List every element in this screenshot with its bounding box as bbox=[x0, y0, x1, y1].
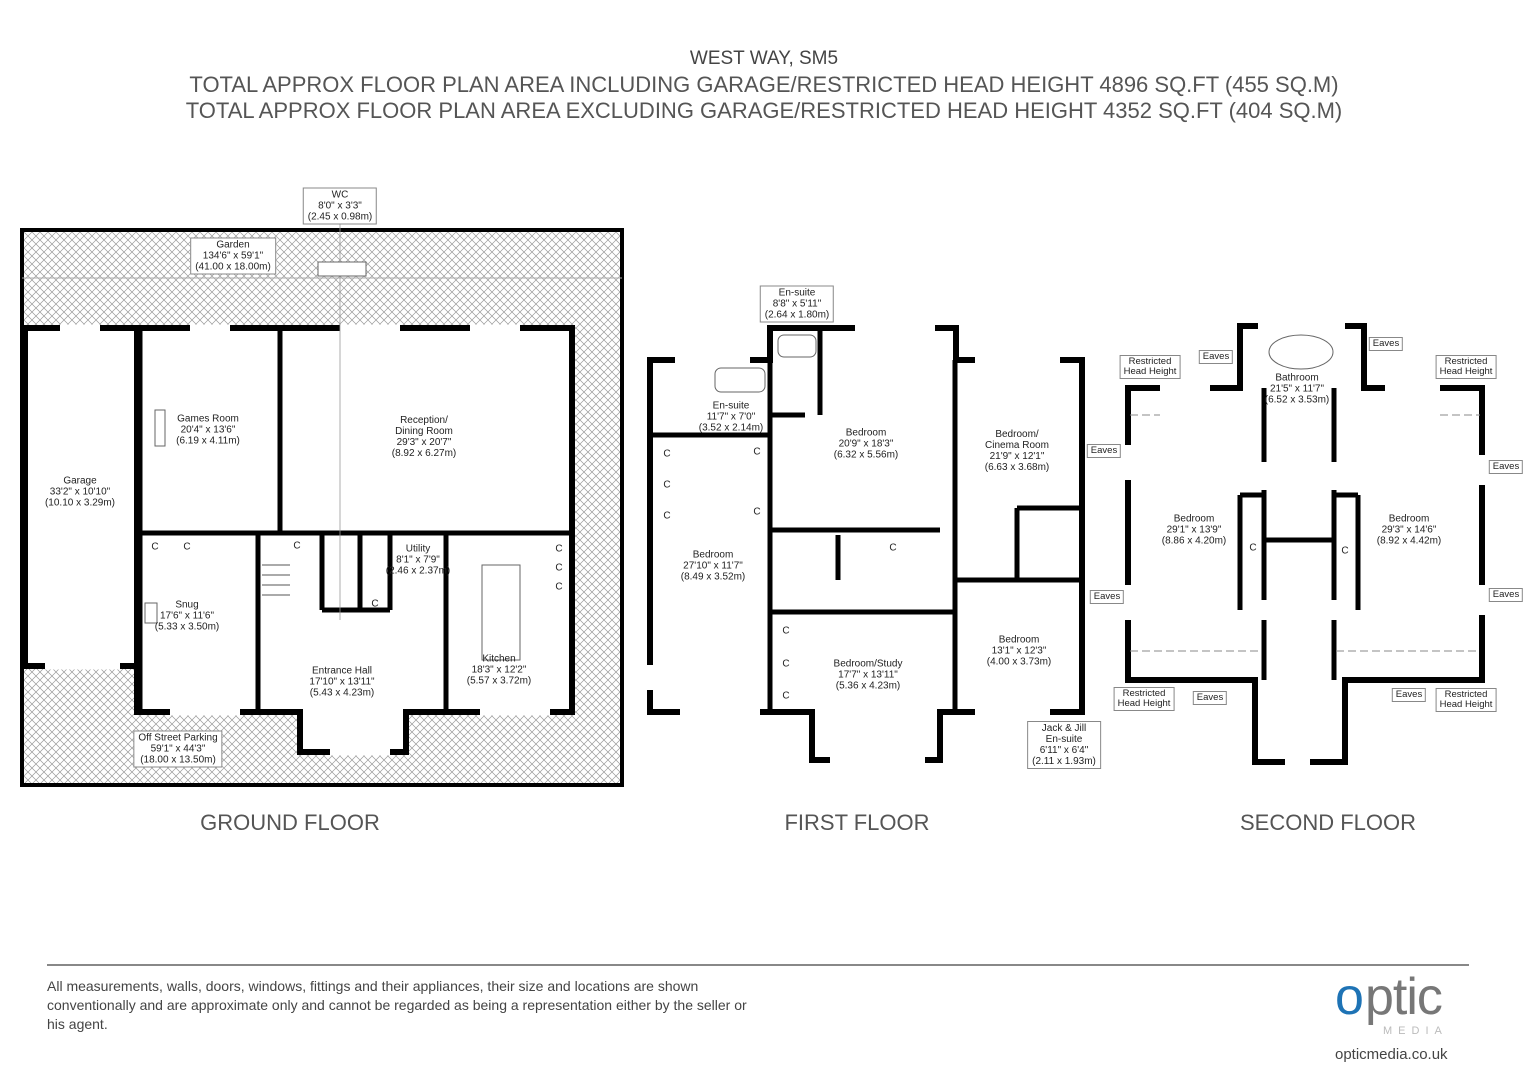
cupboard-label: C bbox=[663, 510, 671, 522]
cupboard-label: C bbox=[782, 690, 790, 702]
second-floor-outer-walls bbox=[1125, 323, 1485, 765]
logo-sub: MEDIA bbox=[1383, 1025, 1448, 1037]
floor-title-second: SECOND FLOOR bbox=[1239, 810, 1417, 835]
area-excluding-garage: TOTAL APPROX FLOOR PLAN AREA EXCLUDING G… bbox=[185, 98, 1343, 123]
kitchen-island bbox=[481, 564, 521, 661]
disclaimer-text: All measurements, walls, doors, windows,… bbox=[47, 978, 747, 1032]
eaves-tag: Eaves bbox=[1192, 691, 1228, 705]
eaves-tag: Eaves bbox=[1488, 460, 1524, 474]
cupboard-label: C bbox=[183, 541, 191, 553]
cupboard-label: C bbox=[663, 479, 671, 491]
cupboard-label: C bbox=[555, 581, 563, 593]
cupboard-label: C bbox=[293, 540, 301, 552]
cupboard-label: C bbox=[151, 541, 159, 553]
optic-media-logo: o ptic MEDIA bbox=[1335, 968, 1475, 1037]
cupboard-label: C bbox=[753, 506, 761, 518]
logo-o-mark: o bbox=[1335, 968, 1364, 1026]
first-floor-plan bbox=[646, 324, 1085, 764]
cupboard-label: C bbox=[889, 542, 897, 554]
footer-divider bbox=[47, 964, 1469, 966]
eaves-tag: Eaves bbox=[1198, 350, 1234, 364]
cupboard-label: C bbox=[782, 658, 790, 670]
cupboard-label: C bbox=[371, 598, 379, 610]
cupboard-label: C bbox=[1341, 545, 1349, 557]
ground-floor-plan bbox=[20, 200, 624, 787]
second-floor-plan bbox=[1124, 322, 1486, 766]
floor-title-ground: GROUND FLOOR bbox=[200, 810, 380, 835]
eaves-tag: Eaves bbox=[1488, 588, 1524, 602]
cupboard-label: C bbox=[782, 625, 790, 637]
eaves-tag: Eaves bbox=[1368, 337, 1404, 351]
eaves-tag: Eaves bbox=[1089, 590, 1125, 604]
cupboard-label: C bbox=[1249, 542, 1257, 554]
cupboard-label: C bbox=[555, 543, 563, 555]
eaves-tag: Eaves bbox=[1086, 444, 1122, 458]
area-including-garage: TOTAL APPROX FLOOR PLAN AREA INCLUDING G… bbox=[189, 72, 1339, 97]
cupboard-label: C bbox=[663, 448, 671, 460]
cupboard-label: C bbox=[753, 446, 761, 458]
floor-title-first: FIRST FLOOR bbox=[784, 810, 930, 835]
website-text: opticmedia.co.uk bbox=[1335, 1046, 1448, 1063]
cupboard-label: C bbox=[555, 562, 563, 574]
logo-wordmark: ptic bbox=[1365, 968, 1443, 1026]
plan-title: WEST WAY, SM5 bbox=[689, 48, 839, 69]
eaves-tag: Eaves bbox=[1391, 688, 1427, 702]
